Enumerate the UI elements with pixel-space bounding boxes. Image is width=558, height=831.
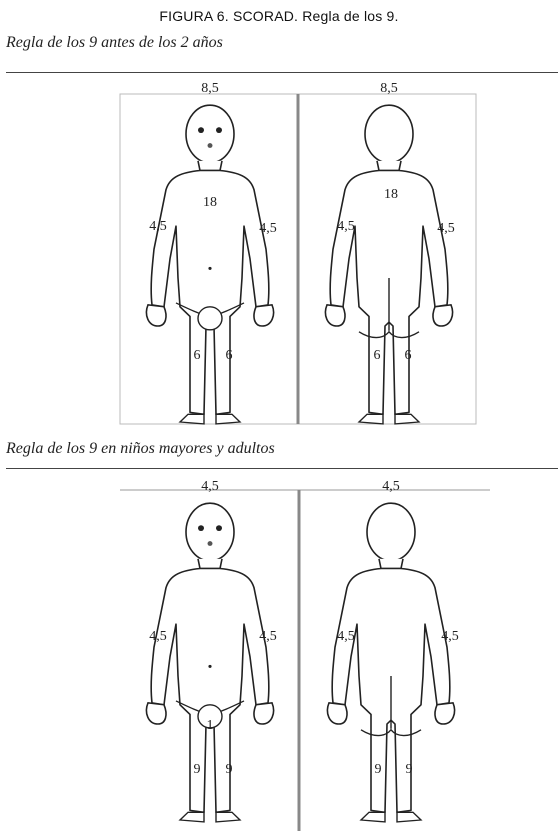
label-head-front-adult: 4,5 <box>201 479 219 494</box>
body-back-adult <box>327 503 454 822</box>
label-head-front-infant: 8,5 <box>201 81 219 96</box>
label-arm-left-back-adult: 4,5 <box>337 629 355 644</box>
label-leg-right-back-adult: 9 <box>406 762 413 777</box>
label-leg-right-front-infant: 6 <box>226 348 233 363</box>
label-trunk-back-infant: 18 <box>384 187 398 202</box>
label-leg-left-front-adult: 9 <box>194 762 201 777</box>
label-arm-left-front-infant: 4,5 <box>149 219 167 234</box>
label-leg-left-front-infant: 6 <box>194 348 201 363</box>
label-head-back-infant: 8,5 <box>380 81 398 96</box>
label-leg-left-back-infant: 6 <box>374 348 381 363</box>
body-front-adult <box>146 503 273 822</box>
label-arm-right-front-adult: 4,5 <box>259 629 277 644</box>
label-trunk-front-infant: 18 <box>203 195 217 210</box>
label-head-back-adult: 4,5 <box>382 479 400 494</box>
label-arm-right-back-adult: 4,5 <box>441 629 459 644</box>
label-genitals-front-adult: 1 <box>207 718 214 733</box>
label-leg-right-front-adult: 9 <box>226 762 233 777</box>
label-arm-left-back-infant: 4,5 <box>337 219 355 234</box>
label-arm-left-front-adult: 4,5 <box>149 629 167 644</box>
label-arm-right-back-infant: 4,5 <box>437 221 455 236</box>
label-arm-right-front-infant: 4,5 <box>259 221 277 236</box>
label-leg-left-back-adult: 9 <box>375 762 382 777</box>
label-leg-right-back-infant: 6 <box>405 348 412 363</box>
